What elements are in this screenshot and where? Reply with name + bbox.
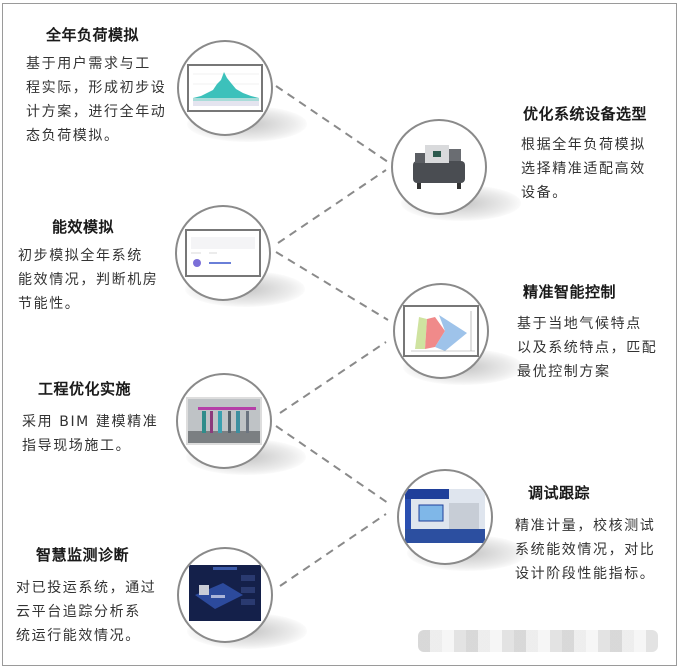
step-title: 能效模拟 [52, 218, 115, 236]
dashboard-icon [191, 237, 255, 267]
control-room-image [397, 469, 527, 571]
step-description: 基于用户需求与工 程实际，形成初步设 计方案，进行全年动 态负荷模拟。 [26, 56, 167, 144]
step-title: 工程优化实施 [38, 380, 132, 398]
psychrometric-chart-image [393, 283, 523, 385]
step-description: 基于当地气候特点 以及系统特点，匹配 最优控制方案 [517, 316, 658, 380]
control-room-icon [405, 489, 485, 543]
step-description: 采用 BIM 建模精准 指导现场施工。 [22, 414, 159, 454]
step-title: 智慧监测诊断 [36, 546, 130, 564]
step-title: 优化系统设备选型 [523, 105, 648, 123]
step-description: 精准计量，校核测试 系统能效情况，对比 设计阶段性能指标。 [515, 518, 656, 582]
chiller-icon [413, 145, 465, 189]
step-description: 对已投运系统，通过 云平台追踪分析系 统运行能效情况。 [16, 580, 157, 644]
load-curve-icon [193, 72, 259, 106]
step-description: 根据全年负荷模拟 选择精准适配高效 设备。 [521, 137, 646, 201]
monitoring-platform-icon [189, 565, 261, 621]
blurred-watermark [418, 630, 658, 652]
efficiency-dashboard-image [175, 205, 305, 307]
bim-model-image [176, 373, 306, 475]
bim-model-icon [188, 399, 260, 443]
cloud-platform-image [177, 547, 307, 649]
annual-load-chart-image [177, 40, 307, 142]
step-title: 全年负荷模拟 [46, 26, 140, 44]
step-description: 初步模拟全年系统 能效情况，判断机房 节能性。 [18, 248, 159, 312]
step-title: 精准智能控制 [523, 283, 617, 301]
chiller-unit-image [391, 119, 521, 221]
psychrometric-chart-icon [411, 311, 475, 352]
step-title: 调试跟踪 [528, 484, 591, 502]
